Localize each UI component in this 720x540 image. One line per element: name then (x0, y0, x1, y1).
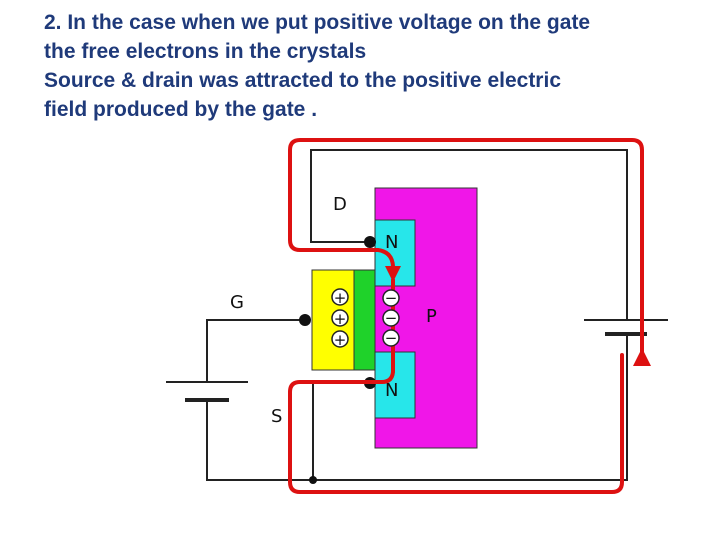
current-path-channel (288, 278, 624, 494)
gate-wire (206, 319, 303, 382)
text-line-4: field produced by the gate . (44, 98, 318, 121)
drain-contact-dot (364, 236, 376, 248)
current-path-outer (288, 138, 644, 357)
plus-charge-icon: + (331, 330, 349, 349)
ground-junction-dot (309, 476, 317, 484)
n-top-label: N (385, 232, 398, 253)
current-arrows (385, 266, 651, 366)
arrow-down-icon (385, 266, 401, 282)
minus-charge-icon: − (382, 329, 400, 347)
junction-dots (299, 236, 376, 484)
battery-right-lower-wire (313, 334, 628, 481)
n-bottom-label: N (385, 380, 398, 401)
svg-text:+: + (334, 310, 347, 328)
drain-battery (584, 319, 668, 336)
slide-text: 2. In the case when we put positive volt… (44, 8, 704, 124)
svg-text:+: + (334, 331, 347, 349)
plus-charge-icon: + (331, 309, 349, 328)
gate-charges: + + + (331, 288, 349, 349)
text-line-3: Source & drain was attracted to the posi… (44, 69, 561, 92)
drain-label: D (333, 194, 347, 215)
svg-text:−: − (385, 289, 398, 307)
current-path (288, 138, 644, 494)
svg-text:−: − (385, 329, 398, 347)
gate-oxide (353, 269, 376, 371)
minus-charge-icon: − (382, 309, 400, 327)
channel-charges: − − − (382, 289, 400, 347)
svg-text:−: − (385, 309, 398, 327)
gate-contact-dot (299, 314, 311, 326)
arrow-up-icon (633, 348, 651, 366)
gate-label: G (230, 292, 244, 313)
text-line-1: 2. In the case when we put positive volt… (44, 11, 591, 34)
minus-charge-icon: − (382, 289, 400, 307)
gate-battery (166, 381, 248, 402)
drain-wire (310, 149, 628, 320)
p-label: P (426, 306, 437, 327)
source-label: S (271, 406, 282, 427)
svg-text:+: + (334, 289, 347, 307)
text-line-2: the free electrons in the crystals (44, 40, 367, 63)
plus-charge-icon: + (331, 288, 349, 307)
